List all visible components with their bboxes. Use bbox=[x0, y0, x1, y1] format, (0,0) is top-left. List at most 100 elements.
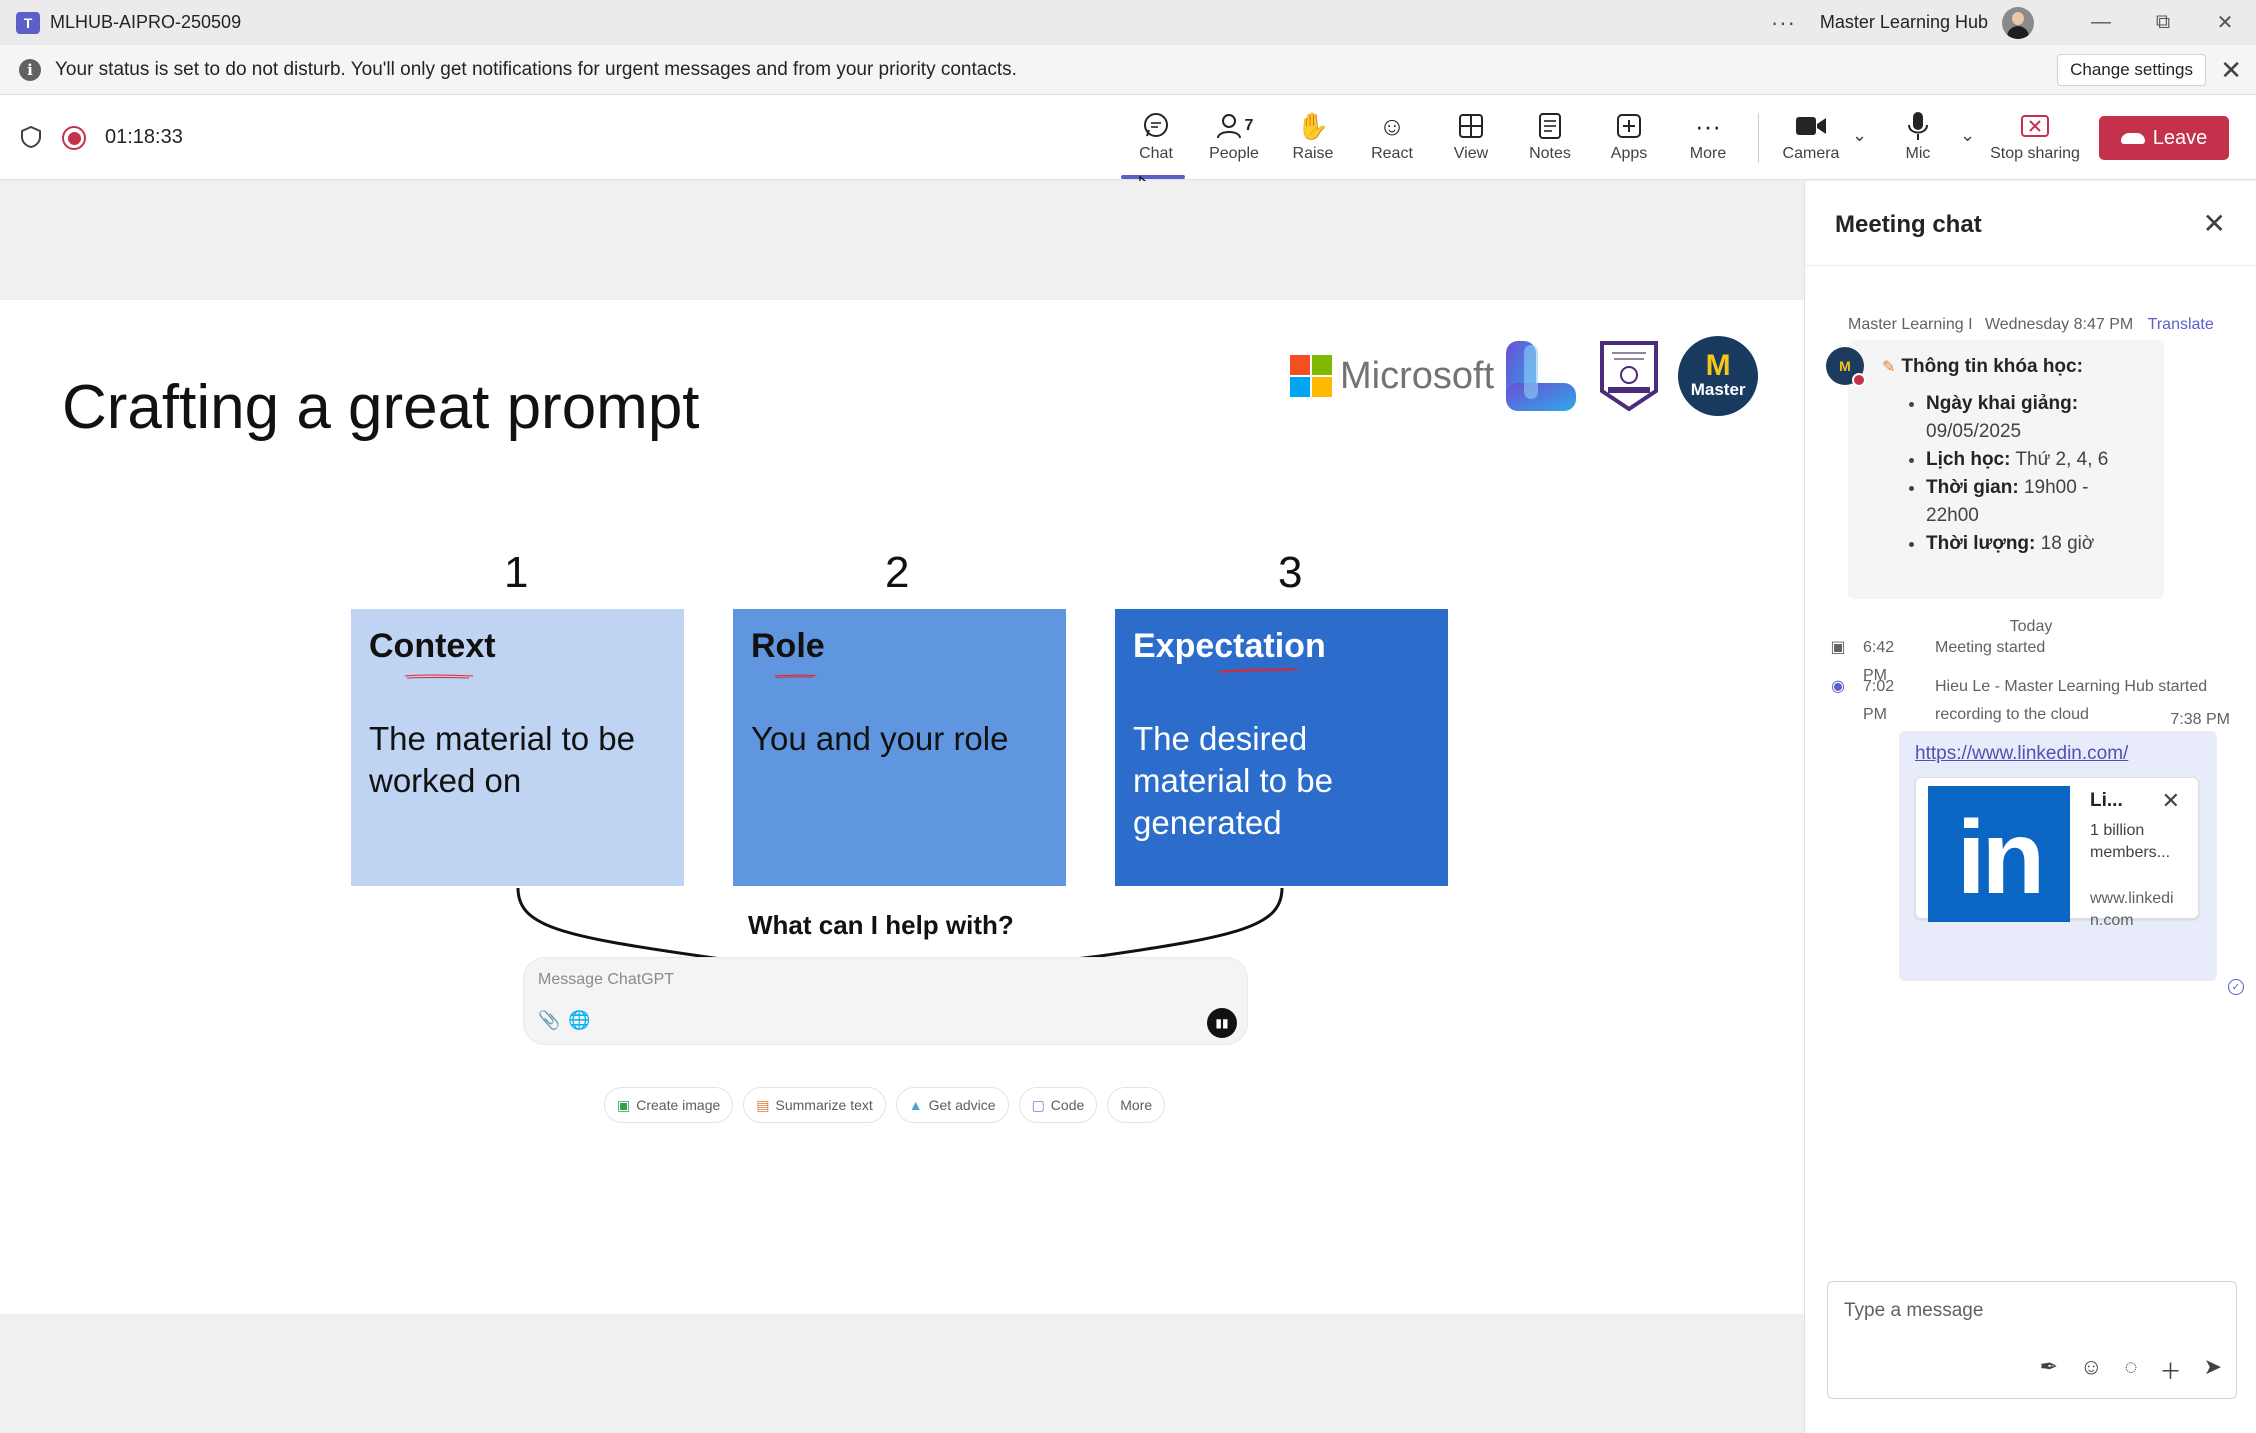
more-options-icon[interactable]: ··· bbox=[1770, 9, 1796, 35]
loop-icon[interactable]: ◌ bbox=[2124, 1354, 2138, 1379]
graduation-cap-icon: ▲ bbox=[908, 1097, 923, 1113]
slide-title: Crafting a great prompt bbox=[62, 373, 700, 442]
camera-icon bbox=[1795, 109, 1827, 143]
toolbar-chat-button[interactable]: Chat bbox=[1121, 109, 1191, 179]
linkedin-message[interactable]: https://www.linkedin.com/ in Li... 1 bil… bbox=[1899, 731, 2217, 981]
training-partner-badge-icon bbox=[1600, 341, 1659, 412]
people-label: People bbox=[1209, 145, 1259, 162]
date-divider: Today bbox=[2009, 618, 2053, 635]
toolbar-react-button[interactable]: ☺ React bbox=[1357, 109, 1427, 169]
event-recording-started: ◉ 7:02 PM Hieu Le - Master Learning Hub … bbox=[1827, 673, 2235, 729]
chip-label: Get advice bbox=[928, 1097, 996, 1113]
leave-button[interactable]: Leave bbox=[2099, 116, 2229, 160]
link-preview-card[interactable]: in Li... 1 billion members... www.linked… bbox=[1915, 777, 2199, 929]
meeting-chat-panel: Meeting chat ✕ Master Learning I Wednesd… bbox=[1804, 181, 2256, 1433]
smiley-icon: ☺ bbox=[1378, 110, 1406, 141]
toolbar-more-button[interactable]: ··· More bbox=[1673, 109, 1743, 169]
add-apps-icon bbox=[1616, 109, 1642, 143]
restore-icon[interactable]: ⧉ bbox=[2155, 11, 2171, 33]
stop-sharing-label: Stop sharing bbox=[1990, 145, 2080, 162]
grid-view-icon bbox=[1458, 109, 1484, 143]
org-name[interactable]: Master Learning Hub bbox=[1819, 12, 1988, 32]
shield-icon[interactable] bbox=[20, 125, 42, 149]
event-meeting-started: ▣ 6:42 PM Meeting started bbox=[1827, 634, 2235, 690]
close-chat-icon[interactable]: ✕ bbox=[2202, 208, 2226, 239]
people-icon bbox=[1216, 114, 1241, 139]
course-info-heading: Thông tin khóa học: bbox=[1901, 356, 2083, 377]
context-card-title: Context bbox=[369, 627, 496, 665]
voice-mode-icon: ▮▮ bbox=[1207, 1008, 1237, 1038]
format-icon[interactable]: ✒ bbox=[2039, 1354, 2058, 1379]
microsoft-logo-text: Microsoft bbox=[1340, 354, 1495, 397]
send-icon[interactable]: ➤ bbox=[2203, 1354, 2222, 1379]
message-time: Wednesday 8:47 PM bbox=[1984, 316, 2134, 333]
item-value: Thứ 2, 4, 6 bbox=[2015, 449, 2109, 470]
user-avatar[interactable] bbox=[2002, 6, 2034, 39]
attach-icon: 📎 bbox=[538, 1010, 561, 1030]
expectation-card: Expectation The desired material to be g… bbox=[1115, 609, 1448, 886]
shared-content-stage: Crafting a great prompt Microsoft M Mast… bbox=[0, 181, 1804, 1433]
preview-description: 1 billion members... bbox=[2090, 822, 2171, 861]
expectation-card-body: The desired material to be generated bbox=[1133, 720, 1333, 841]
toolbar-notes-button[interactable]: Notes bbox=[1515, 109, 1585, 169]
chip-get-advice: ▲ Get advice bbox=[895, 1087, 1009, 1123]
emoji-icon[interactable]: ☺ bbox=[2080, 1354, 2103, 1379]
event-time: 7:02 PM bbox=[1863, 678, 1895, 723]
hand-icon: ✋ bbox=[1296, 110, 1330, 141]
toolbar-stop-sharing-button[interactable]: Stop sharing bbox=[1990, 109, 2080, 169]
chip-more: More bbox=[1107, 1087, 1166, 1123]
master-logo-text: Master bbox=[1690, 380, 1746, 399]
context-card-body: The material to be worked on bbox=[369, 720, 635, 799]
item-label: Thời lượng: bbox=[1926, 533, 2036, 554]
preview-title: Li... bbox=[2090, 790, 2123, 811]
toolbar-camera-button[interactable]: Camera bbox=[1776, 109, 1846, 169]
change-settings-button[interactable]: Change settings bbox=[2057, 54, 2206, 86]
chip-summarize-text: ▤Summarize text bbox=[743, 1087, 886, 1123]
apps-label: Apps bbox=[1610, 145, 1648, 162]
chatgpt-placeholder: Message ChatGPT bbox=[538, 971, 675, 988]
leave-label: Leave bbox=[2152, 126, 2208, 149]
window-title: MLHUB-AIPRO-250509 bbox=[50, 12, 242, 32]
toolbar-mic-button[interactable]: Mic bbox=[1883, 109, 1953, 169]
toolbar-view-button[interactable]: View bbox=[1436, 109, 1506, 169]
close-window-icon[interactable]: ✕ bbox=[2216, 12, 2234, 34]
event-time: 6:42 PM bbox=[1863, 639, 1895, 684]
message-composer[interactable]: Type a message ✒ ☺ ◌ ＋ ➤ bbox=[1827, 1281, 2237, 1399]
chat-panel-title: Meeting chat bbox=[1835, 211, 1982, 238]
read-receipt-icon: ✓ bbox=[2228, 979, 2244, 995]
code-icon: ▢ bbox=[1031, 1096, 1045, 1113]
close-notification-icon[interactable]: ✕ bbox=[2220, 55, 2242, 85]
item-label: Lịch học: bbox=[1926, 449, 2011, 470]
mic-options-chevron-icon[interactable]: ⌄ bbox=[1960, 125, 1976, 145]
view-label: View bbox=[1453, 145, 1489, 162]
attach-plus-icon[interactable]: ＋ bbox=[2159, 1359, 2182, 1384]
event-text: Hieu Le - Master Learning Hub started re… bbox=[1935, 678, 2208, 723]
minimize-icon[interactable]: — bbox=[2091, 11, 2111, 33]
step-number-2: 2 bbox=[885, 548, 910, 597]
toolbar-apps-button[interactable]: Apps bbox=[1594, 109, 1664, 169]
master-learning-logo: M Master bbox=[1678, 336, 1759, 416]
context-card: Context The material to be worked on bbox=[351, 609, 684, 886]
step-number-1: 1 bbox=[504, 548, 529, 597]
dnd-notification-bar: i Your status is set to do not disturb. … bbox=[0, 45, 2256, 95]
presentation-slide: Crafting a great prompt Microsoft M Mast… bbox=[0, 300, 1804, 1314]
globe-icon: 🌐 bbox=[568, 1010, 591, 1030]
toolbar-people-button[interactable]: 7 People bbox=[1199, 109, 1269, 169]
people-count: 7 bbox=[1244, 117, 1254, 134]
course-info-message[interactable]: ✎Thông tin khóa học: Ngày khai giảng: 09… bbox=[1848, 340, 2164, 599]
sender-avatar[interactable]: M bbox=[1826, 347, 1866, 387]
chatgpt-message-box: Message ChatGPT 📎 🌐 ▮▮ bbox=[523, 957, 1248, 1045]
translate-link[interactable]: Translate bbox=[2147, 316, 2214, 333]
message-meta: Master Learning I Wednesday 8:47 PM Tran… bbox=[1848, 316, 2214, 334]
context-ink-underline bbox=[404, 674, 474, 679]
camera-options-chevron-icon[interactable]: ⌄ bbox=[1852, 125, 1868, 145]
linkedin-link[interactable]: https://www.linkedin.com/ bbox=[1915, 743, 2129, 764]
microphone-icon bbox=[1906, 109, 1930, 143]
hang-up-icon bbox=[2120, 132, 2145, 144]
message-time: 7:38 PM bbox=[2170, 711, 2230, 728]
master-logo-mark-icon: M bbox=[1705, 349, 1731, 382]
remove-preview-icon[interactable]: ✕ bbox=[2161, 788, 2180, 813]
step-number-3: 3 bbox=[1278, 548, 1303, 597]
toolbar-raise-button[interactable]: ✋ Raise bbox=[1278, 109, 1348, 169]
record-status-icon: ◉ bbox=[1831, 678, 1845, 695]
